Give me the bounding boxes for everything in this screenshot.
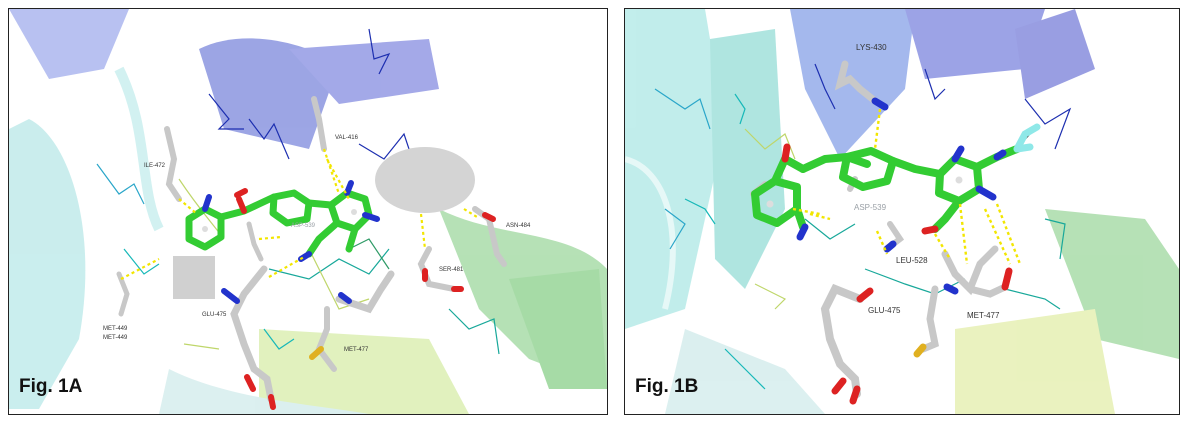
residue-label-met449: MET-449 (103, 326, 128, 332)
protein-cartoon (9, 9, 607, 414)
occlusion-ellipse (375, 147, 475, 213)
occlusion-rectangle (173, 256, 215, 299)
hydrogen-bonds (120, 148, 478, 280)
panel-b-molecular-render (625, 9, 1179, 414)
figure-label-a: Fig. 1A (19, 376, 83, 397)
figure-panel-a: ILE-472 VAL-416 ASP-539 ASN-484 SER-481 … (8, 8, 608, 415)
residue-label-met477: MET-477 (967, 311, 1000, 320)
residue-label-asp539: ASP-539 (854, 203, 887, 212)
residue-label-ser481: SER-481 (439, 267, 464, 273)
residue-label-glu475: GLU-475 (868, 306, 901, 315)
residue-label-leu528: LEU-528 (896, 256, 928, 265)
ligand-molecule (185, 189, 373, 258)
heteroatom-sticks (221, 188, 496, 410)
panel-a-molecular-render (9, 9, 607, 414)
ligand-heteroatoms (781, 123, 1041, 241)
residue-label-lys430: LYS-430 (856, 43, 887, 52)
residue-label-val416: VAL-416 (335, 135, 358, 141)
figure-panel-b: LYS-430 ASP-539 LEU-528 GLU-475 MET-477 … (624, 8, 1180, 415)
residue-label-asp539: ASP-539 (291, 223, 316, 229)
figure-label-b: Fig. 1B (635, 376, 699, 397)
residue-label-met449-second: MET-449 (103, 335, 128, 341)
residue-sticks (750, 60, 1009, 398)
heteroatom-sticks (831, 97, 1013, 405)
residue-label-met477: MET-477 (344, 347, 369, 353)
residue-label-ile472: ILE-472 (144, 163, 166, 169)
protein-cartoon (625, 9, 1179, 414)
residue-label-glu475: GLU-475 (202, 312, 227, 318)
residue-label-asn484: ASN-484 (506, 223, 531, 229)
hydrogen-bonds (792, 108, 1022, 265)
